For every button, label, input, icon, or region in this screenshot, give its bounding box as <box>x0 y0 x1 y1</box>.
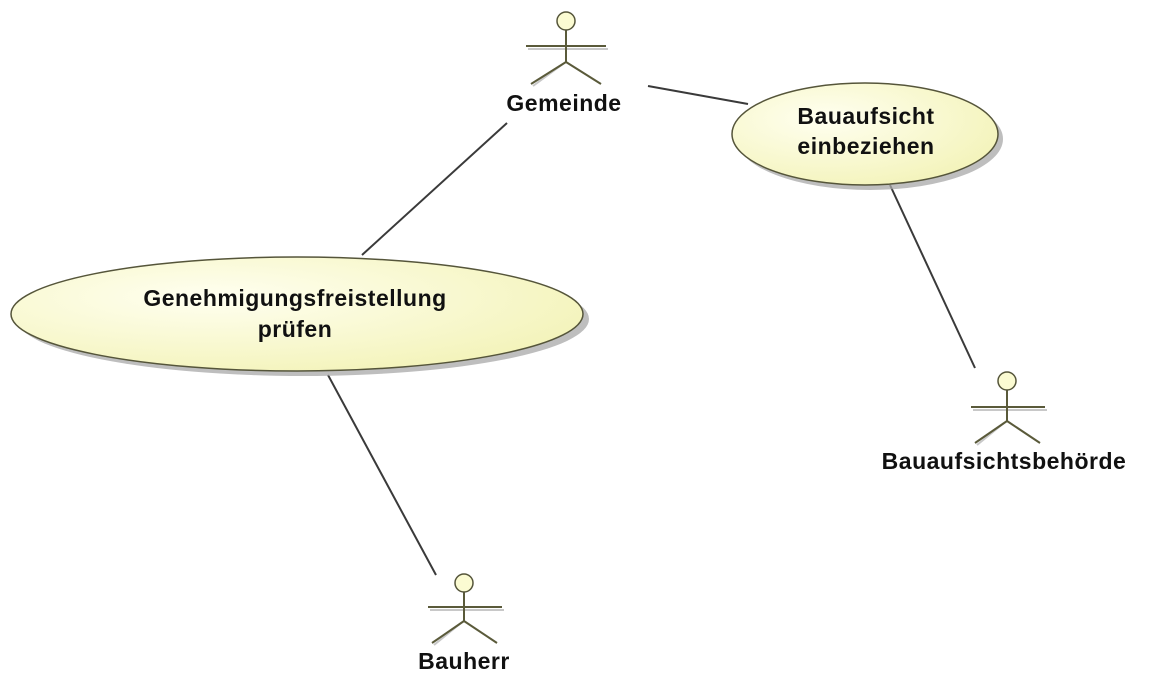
use-case-label-line-1: Bauaufsicht <box>797 103 934 129</box>
assoc-gemeinde-genehmigung <box>361 122 508 256</box>
use-case-genehmigungsfreistellung-pruefen[interactable]: Genehmigungsfreistellung prüfen <box>10 256 589 376</box>
use-case-bauaufsicht-einbeziehen[interactable]: Bauaufsicht einbeziehen <box>731 82 1003 190</box>
assoc-gemeinde-bauaufsicht <box>647 85 749 105</box>
actor-label: Bauherr <box>418 648 510 674</box>
use-case-label-line-1: Genehmigungsfreistellung <box>143 285 446 311</box>
actor-label: Bauaufsichtsbehörde <box>882 448 1127 474</box>
actor-figure-icon <box>526 11 608 87</box>
actor-bauherr[interactable]: Bauherr <box>418 573 510 674</box>
use-case-label-line-2: prüfen <box>258 316 333 342</box>
actor-label: Gemeinde <box>506 90 621 116</box>
use-case-label-line-2: einbeziehen <box>797 133 934 159</box>
actor-gemeinde[interactable]: Gemeinde <box>506 11 621 116</box>
assoc-bauaufsicht-behoerde <box>889 184 976 369</box>
actor-bauaufsichtsbehoerde[interactable]: Bauaufsichtsbehörde <box>882 371 1127 474</box>
assoc-genehmigung-bauherr <box>327 374 437 576</box>
actor-figure-icon <box>428 573 504 646</box>
actor-figure-icon <box>971 371 1047 446</box>
